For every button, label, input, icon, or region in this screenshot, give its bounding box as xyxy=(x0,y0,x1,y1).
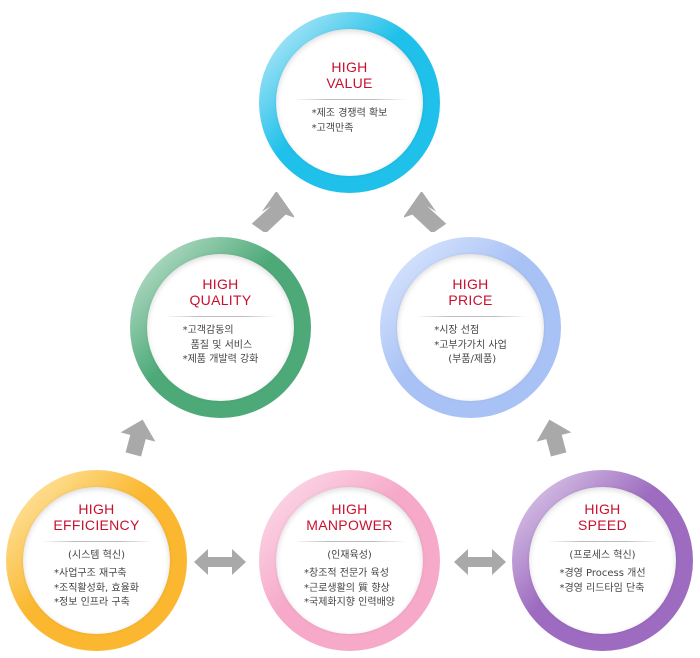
list-item: *정보 인프라 구축 xyxy=(54,597,130,608)
node-subtitle: (인재육성) xyxy=(327,550,372,561)
list-item: 품질 및 서비스 xyxy=(190,339,253,351)
node-title: HIGH EFFICIENCY xyxy=(53,501,140,533)
arrow-efficiency-to-quality xyxy=(120,419,156,457)
node-subtitle: (프로세스 혁신) xyxy=(569,550,636,561)
list-item: *경영 리드타임 단축 xyxy=(559,582,645,594)
list-item: *사업구조 재구축 xyxy=(54,568,127,579)
arrow-speed-to-price xyxy=(536,419,572,457)
divider xyxy=(414,316,527,317)
list-item: *경영 Process 개선 xyxy=(559,568,646,579)
list-item: *제조 경쟁력 확보 xyxy=(311,108,388,119)
list-item: *국제화지향 인력배양 xyxy=(304,597,395,608)
divider xyxy=(164,316,277,317)
node-high-efficiency: HIGH EFFICIENCY (시스템 혁신) *사업구조 재구축 *조직활성… xyxy=(6,470,187,651)
node-high-value: HIGH VALUE *제조 경쟁력 확보 *고객만족 xyxy=(259,12,440,193)
node-title: HIGH PRICE xyxy=(448,276,493,308)
node-title: HIGH MANPOWER xyxy=(306,501,393,533)
divider xyxy=(293,541,406,542)
arrow-manpower-speed xyxy=(454,549,506,575)
list-item: *시장 선점 xyxy=(434,325,480,336)
node-items: *경영 Process 개선 *경영 리드타임 단축 xyxy=(559,567,645,596)
node-items: *시장 선점 *고부가가치 사업 (부품/제품) xyxy=(434,324,507,368)
node-high-quality: HIGH QUALITY *고객감동의 품질 및 서비스 *제품 개발력 강화 xyxy=(130,237,311,418)
node-items: *고객감동의 품질 및 서비스 *제품 개발력 강화 xyxy=(183,324,259,368)
divider xyxy=(293,99,406,100)
divider xyxy=(40,541,153,542)
list-item: *근로생활의 質 향상 xyxy=(304,582,390,594)
node-high-manpower: HIGH MANPOWER (인재육성) *창조적 전문가 육성 *근로생활의 … xyxy=(259,470,440,651)
node-title: HIGH SPEED xyxy=(578,501,627,533)
list-item: *고부가가치 사업 xyxy=(434,339,507,351)
arrow-efficiency-manpower xyxy=(194,549,246,575)
arrow-price-to-value xyxy=(404,192,447,232)
divider xyxy=(546,541,659,542)
list-item: *고객만족 xyxy=(311,122,354,134)
list-item: *조직활성화, 효율화 xyxy=(54,582,139,594)
node-title: HIGH QUALITY xyxy=(189,276,252,308)
node-items: *사업구조 재구축 *조직활성화, 효율화 *정보 인프라 구축 xyxy=(54,567,139,611)
list-item: (부품/제품) xyxy=(448,354,497,365)
list-item: *창조적 전문가 육성 xyxy=(304,568,389,579)
node-items: *제조 경쟁력 확보 *고객만족 xyxy=(312,107,388,136)
node-title: HIGH VALUE xyxy=(326,59,373,91)
list-item: *고객감동의 xyxy=(182,325,234,336)
node-subtitle: (시스템 혁신) xyxy=(68,550,125,561)
node-high-speed: HIGH SPEED (프로세스 혁신) *경영 Process 개선 *경영 … xyxy=(512,470,693,651)
arrow-quality-to-value xyxy=(251,192,294,232)
node-high-price: HIGH PRICE *시장 선점 *고부가가치 사업 (부품/제품) xyxy=(380,237,561,418)
node-items: *창조적 전문가 육성 *근로생활의 質 향상 *국제화지향 인력배양 xyxy=(304,567,395,611)
list-item: *제품 개발력 강화 xyxy=(182,354,259,365)
